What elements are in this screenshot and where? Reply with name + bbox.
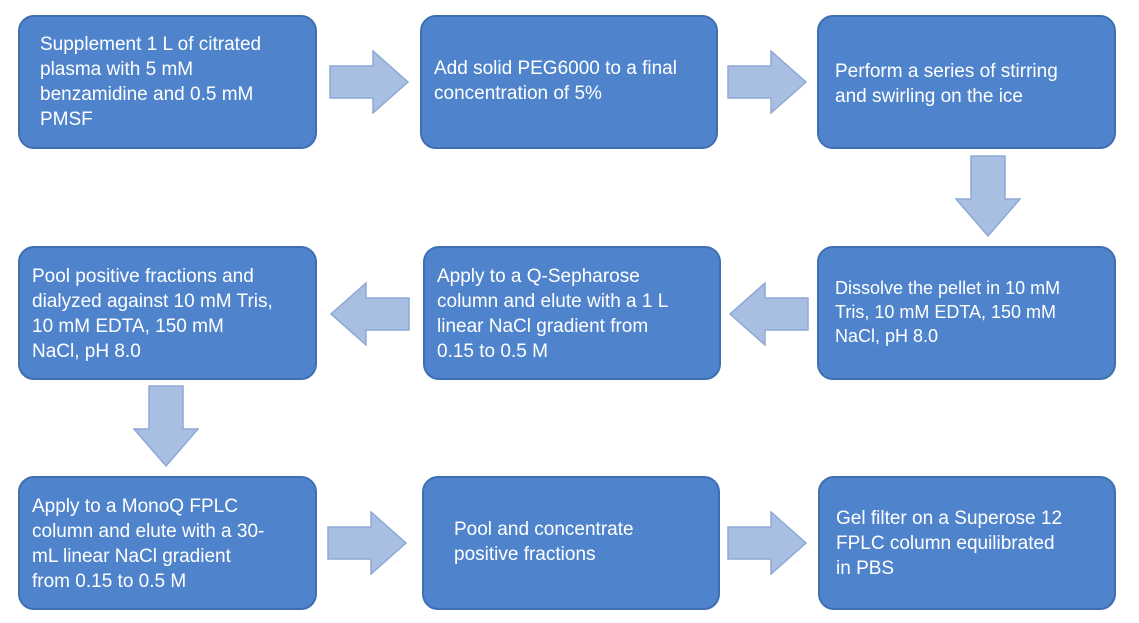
arrow-right-icon (329, 50, 409, 114)
arrow-shape (729, 282, 809, 346)
arrow-shape (133, 385, 199, 467)
arrow-left-icon (330, 282, 410, 346)
step-5-box: Apply to a Q-Sepharose column and elute … (423, 246, 721, 380)
arrow-shape (330, 282, 410, 346)
step-6-box: Pool positive fractions and dialyzed aga… (18, 246, 317, 380)
step-9-box: Gel filter on a Superose 12 FPLC column … (818, 476, 1116, 610)
step-4-box: Dissolve the pellet in 10 mM Tris, 10 mM… (817, 246, 1116, 380)
arrow-shape (727, 511, 807, 575)
arrow-down-icon (955, 155, 1021, 237)
arrow-right-icon (727, 50, 807, 114)
arrow-shape (955, 155, 1021, 237)
step-1-box: Supplement 1 L of citrated plasma with 5… (18, 15, 317, 149)
step-7-box: Apply to a MonoQ FPLC column and elute w… (18, 476, 317, 610)
step-8-box: Pool and concentrate positive fractions (422, 476, 720, 610)
step-3-box: Perform a series of stirring and swirlin… (817, 15, 1116, 149)
arrow-right-icon (727, 511, 807, 575)
arrow-shape (329, 50, 409, 114)
step-2-box: Add solid PEG6000 to a final concentrati… (420, 15, 718, 149)
arrow-shape (727, 50, 807, 114)
arrow-shape (327, 511, 407, 575)
arrow-left-icon (729, 282, 809, 346)
arrow-down-icon (133, 385, 199, 467)
arrow-right-icon (327, 511, 407, 575)
